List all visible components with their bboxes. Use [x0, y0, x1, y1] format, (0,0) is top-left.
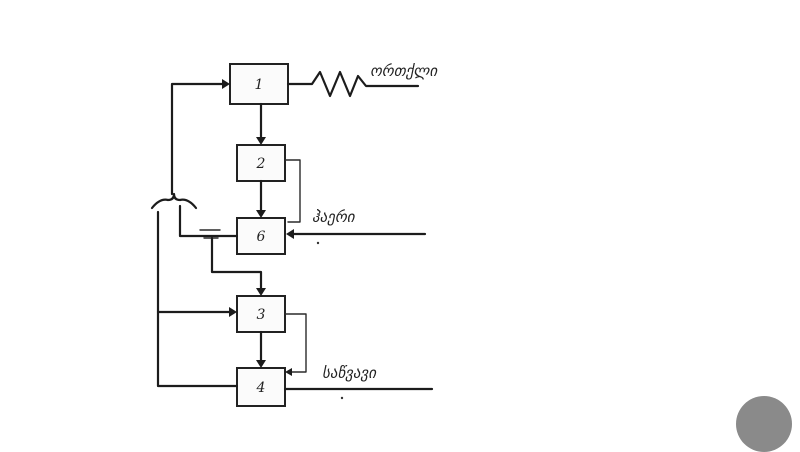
block-3-label: 3: [257, 307, 266, 323]
block-6-left-feedback: [178, 204, 239, 239]
air-input-label: ჰაერი: [312, 208, 356, 226]
air-input-line: [286, 229, 427, 239]
dot-mark: [316, 241, 320, 245]
main-vertical-flow: [256, 102, 266, 368]
process-block-diagram: 1 2 6 3 4 ორთქლი ჰაერი: [150, 62, 438, 407]
block-3-feedback: [284, 313, 307, 376]
block-2-feedback: [284, 159, 301, 223]
dot-mark: [340, 396, 344, 400]
block-4-label: 4: [256, 380, 266, 396]
block-6-label: 6: [257, 229, 266, 245]
feedback-brace: [150, 79, 230, 210]
left-return-line: [156, 210, 239, 388]
block-2-label: 2: [256, 156, 266, 172]
floating-action-button[interactable]: [736, 396, 792, 452]
fuel-input-label: საწვავი: [322, 364, 377, 382]
block-6-to-block-3: [210, 236, 266, 296]
block-1-label: 1: [255, 77, 264, 93]
steam-output-coil: [286, 70, 420, 98]
steam-output-label: ორთქლი: [370, 62, 438, 80]
